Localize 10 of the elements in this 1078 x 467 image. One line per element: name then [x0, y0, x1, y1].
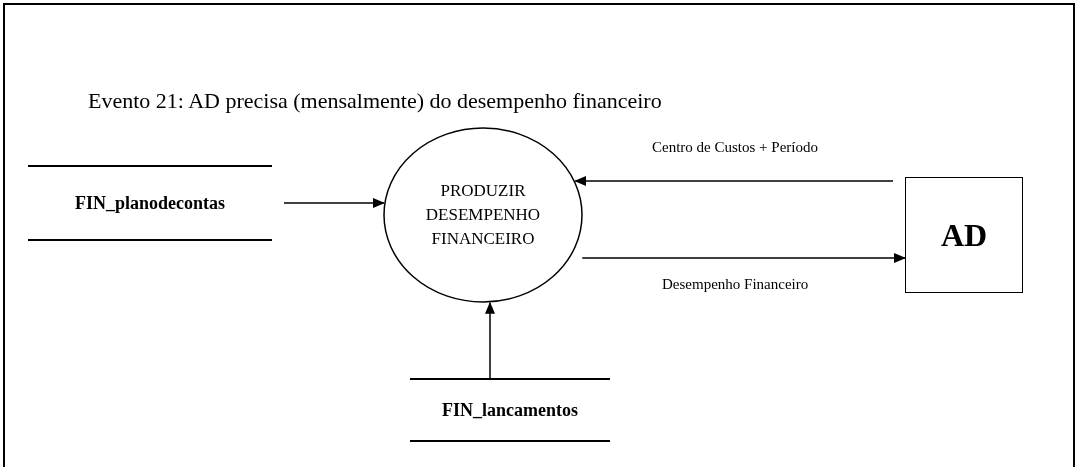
entity-label: AD: [940, 216, 988, 255]
process-label: PRODUZIR DESEMPENHO FINANCEIRO: [424, 180, 542, 250]
arrow: [581, 253, 906, 263]
data-store-label: FIN_lancamentos: [442, 398, 578, 422]
arrow: [485, 301, 495, 379]
arrow: [283, 198, 385, 208]
arrow: [574, 176, 894, 186]
data-store-label: FIN_planodecontas: [75, 191, 225, 215]
entity-box: [905, 177, 1023, 293]
diagram-title: Evento 21: AD precisa (mensalmente) do desempenho financeiro: [88, 87, 662, 115]
